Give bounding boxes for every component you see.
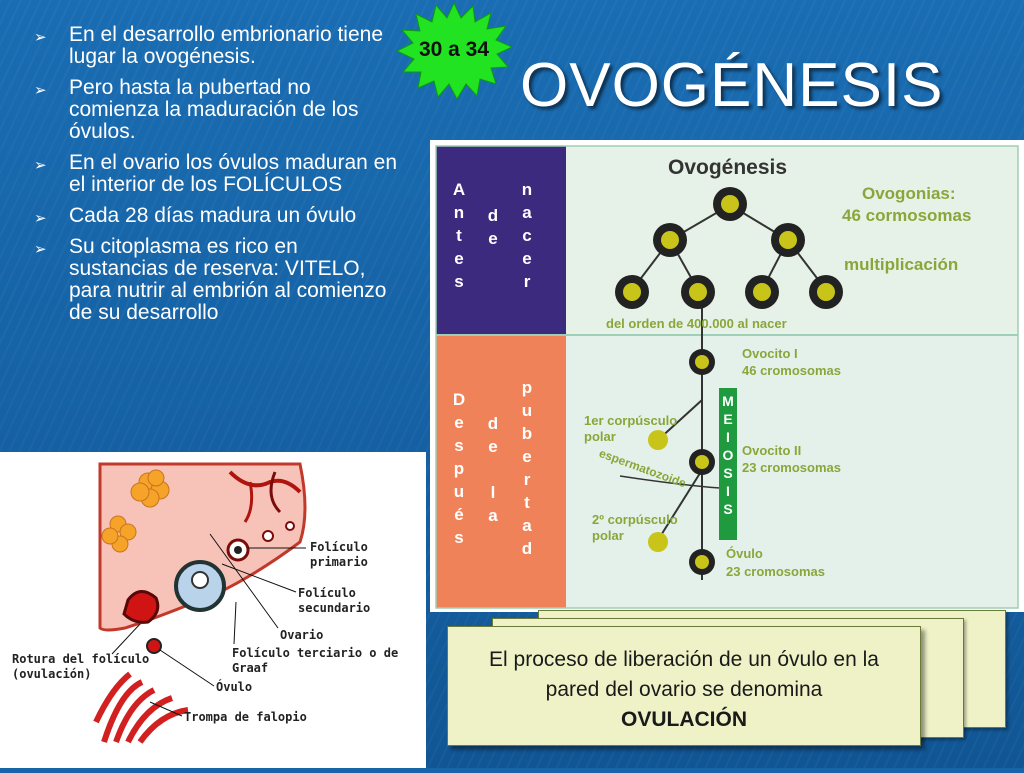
arrow-bullet-icon: ➢ [34, 241, 47, 258]
flower-follicles [101, 469, 170, 553]
note-card: El proceso de liberación de un óvulo en … [447, 626, 921, 746]
ovary-drawing [93, 462, 307, 744]
ovocito1-count: 46 cromosomas [742, 363, 841, 378]
leader-lines [111, 533, 306, 717]
bullet-text: En el ovario los óvulos maduran en el in… [69, 151, 398, 196]
fallopian-tube [93, 671, 189, 744]
corpusculo1-label: 1er corpúsculo [584, 413, 678, 428]
del-orden-label: del orden de 400.000 al nacer [606, 316, 787, 331]
ovum-dot [146, 638, 162, 654]
diagram-title: Ovogénesis [668, 156, 788, 179]
bullet-list: ➢ En el desarrollo embrionario tiene luga… [30, 24, 400, 333]
bullet-item: ➢ En el desarrollo embrionario tiene luga… [30, 24, 400, 68]
ovulo-anatomy-label: Óvulo [216, 680, 253, 694]
rotura-label: Rotura del folículo [12, 652, 150, 666]
corpusculo2-polar: polar [592, 528, 624, 543]
note-text: El proceso de liberación de un óvulo en … [488, 645, 880, 735]
ovario-label: Ovario [280, 628, 324, 642]
despues-area [566, 336, 1018, 608]
arrow-bullet-icon: ➢ [34, 29, 47, 46]
corpusculo2-label: 2º corpúsculo [592, 512, 678, 527]
badge-label: 30 a 34 [418, 38, 490, 61]
page-title: OVOGÉNESIS [520, 51, 944, 120]
bullet-item: ➢ Su citoplasma es rico en sustancias de … [30, 236, 400, 324]
trompa-label: Trompa de falopio [184, 710, 307, 724]
arrow-bullet-icon: ➢ [34, 157, 47, 174]
ovary-illustration: Folículo primario Folículo secundario Ov… [0, 452, 426, 768]
ruptured-follicle [122, 590, 160, 624]
multiplicacion-label: multiplicación [844, 255, 959, 274]
corpusculo1-polar: polar [584, 429, 616, 444]
meiosis-bar [719, 388, 737, 540]
diagram-border [435, 145, 1019, 609]
foliculo-primario-label: Folículo primario [310, 540, 368, 569]
ovogonias-label: Ovogonias: [862, 184, 956, 203]
bullet-text: En el desarrollo embrionario tiene lugar… [69, 23, 384, 68]
sperm-tail [619, 475, 721, 489]
bullet-item: ➢ En el ovario los óvulos maduran en el i… [30, 152, 400, 196]
antes-band [436, 146, 566, 334]
ovocito2-count: 23 cromosomas [742, 460, 841, 475]
polar-body [648, 430, 668, 450]
ovulo-count: 23 cromosomas [726, 564, 825, 579]
note-text-body: El proceso de liberación de un óvulo en … [489, 648, 879, 701]
polar-body [648, 532, 668, 552]
ovogonias-count: 46 cormosomas [842, 206, 972, 225]
bullet-text: Pero hasta la pubertad no comienza la ma… [69, 76, 359, 143]
ovocito2-label: Ovocito II [742, 443, 802, 458]
ovulo-label: Óvulo [726, 546, 763, 561]
foliculo-terciario-label: Folículo terciario o de Graaf [232, 646, 399, 675]
arrow-bullet-icon: ➢ [34, 82, 47, 99]
cell-group [615, 187, 843, 575]
ovocito1-label: Ovocito I [742, 346, 798, 361]
diagram-canvas [435, 145, 1019, 609]
note-text-bold: OVULACIÓN [621, 708, 747, 731]
foliculo-secundario-label: Folículo secundario [298, 586, 371, 615]
bullet-text: Cada 28 días madura un óvulo [69, 204, 357, 227]
starburst-shape [396, 2, 512, 100]
bullet-item: ➢ Cada 28 días madura un óvulo [30, 204, 400, 228]
bullet-text: Su citoplasma es rico en sustancias de r… [69, 235, 387, 324]
starburst-badge [396, 2, 512, 100]
arrow-bullet-icon: ➢ [34, 210, 47, 227]
ovulacion-label: (ovulación) [12, 667, 92, 681]
bullet-item: ➢ Pero hasta la pubertad no comienza la m… [30, 77, 400, 143]
despues-band [436, 336, 566, 608]
